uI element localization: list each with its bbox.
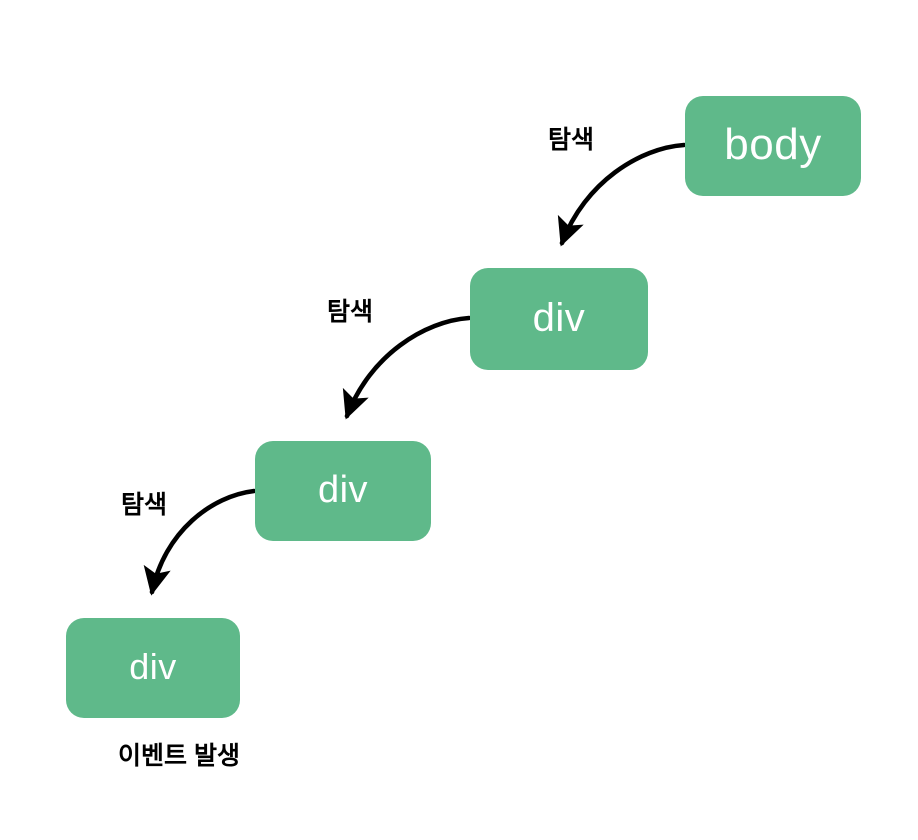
edge-div2-to-div3	[143, 488, 257, 596]
node-div-2-label: div	[317, 469, 369, 511]
node-div-2[interactable]: div	[255, 441, 431, 541]
node-div-3[interactable]: div	[66, 618, 240, 718]
node-body[interactable]: body	[685, 96, 861, 196]
edge-div1-to-div2	[342, 315, 472, 420]
edge-label-div2-to-div3: 탐색	[121, 491, 168, 519]
edge-label-body-to-div1: 탐색	[548, 126, 595, 154]
node-body-label: body	[724, 120, 822, 169]
node-div-3-label: div	[129, 646, 177, 687]
node-div-1-label: div	[532, 296, 586, 340]
node-div-1[interactable]: div	[470, 268, 648, 370]
event-origin-caption: 이벤트 발생	[118, 742, 240, 770]
edge-label-div1-to-div2: 탐색	[327, 298, 374, 326]
edge-body-to-div1	[557, 142, 687, 247]
